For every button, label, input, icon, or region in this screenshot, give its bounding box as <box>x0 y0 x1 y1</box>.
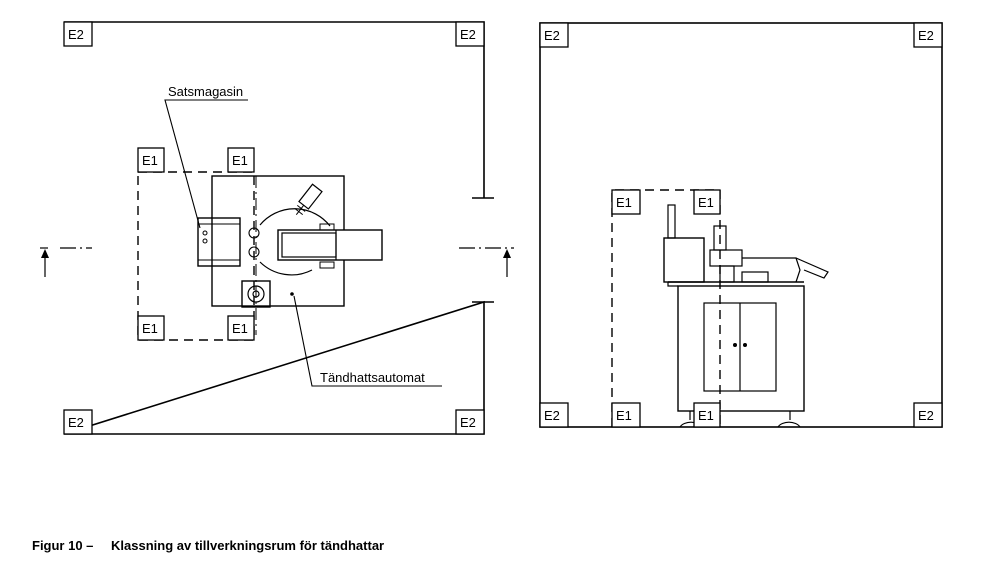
section-e1-zone <box>611 189 721 427</box>
machine-cabinet <box>677 285 805 412</box>
e1-tag: E1 <box>616 408 632 423</box>
caption-text: Klassning av tillverkningsrum för tändha… <box>111 538 385 553</box>
tool-arm <box>294 183 323 216</box>
e2-tag: E2 <box>460 27 476 42</box>
e1-tag: E1 <box>698 195 714 210</box>
section-room-outline <box>539 22 943 428</box>
e2-tag: E2 <box>918 28 934 43</box>
e2-tag: E2 <box>68 27 84 42</box>
e1-tag: E1 <box>232 321 248 336</box>
e2-tag: E2 <box>460 415 476 430</box>
e1-tag: E1 <box>698 408 714 423</box>
chute <box>277 229 383 261</box>
e1-tag: E1 <box>616 195 632 210</box>
e1-tag: E1 <box>232 153 248 168</box>
e2-tag: E2 <box>68 415 84 430</box>
plan-view <box>40 21 514 435</box>
e2-tag: E2 <box>918 408 934 423</box>
e2-tag: E2 <box>544 408 560 423</box>
leader-detonator-machine <box>293 295 442 387</box>
e1-tag: E1 <box>142 321 158 336</box>
leader-batch-magazine <box>164 99 248 229</box>
batch-magazine-box <box>197 217 241 267</box>
e1-tag: E1 <box>142 153 158 168</box>
label-detonator-machine: Tändhattsautomat <box>320 370 425 385</box>
section-view <box>539 22 943 428</box>
plan-e1-zone <box>137 171 255 341</box>
caption-number: Figur 10 – <box>32 538 94 553</box>
label-batch-magazine: Satsmagasin <box>168 84 243 99</box>
e2-tag: E2 <box>544 28 560 43</box>
figure-caption: Figur 10 – Klassning av tillverkningsrum… <box>32 538 384 553</box>
